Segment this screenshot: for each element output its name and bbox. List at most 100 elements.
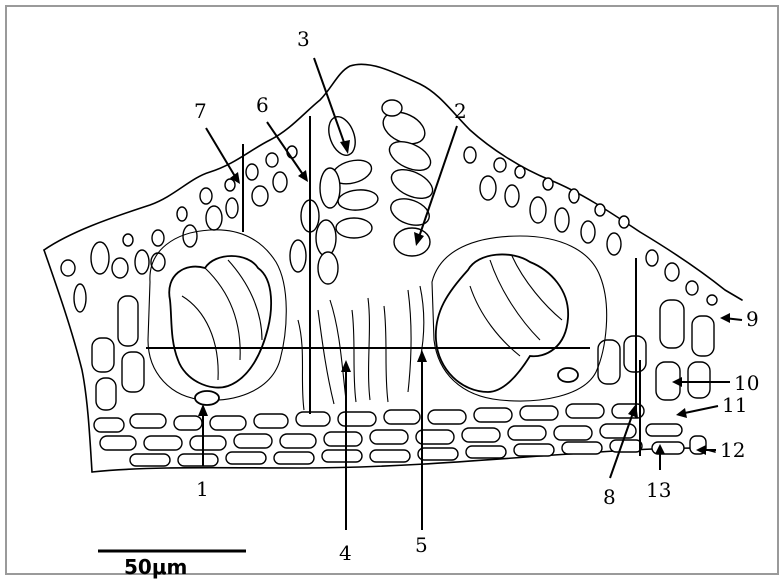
cell: [174, 416, 202, 430]
cell: [178, 454, 218, 466]
cell: [494, 158, 506, 172]
cell: [210, 416, 246, 430]
cell: [508, 426, 546, 440]
cell: [234, 434, 272, 448]
cell: [94, 418, 124, 432]
small-body-right: [558, 368, 578, 382]
cell: [660, 300, 684, 348]
cell: [226, 198, 238, 218]
cell: [112, 258, 128, 278]
cell: [225, 179, 235, 191]
label-2: 2: [454, 99, 467, 123]
cell: [252, 186, 268, 206]
cell: [370, 450, 410, 462]
cell: [92, 338, 114, 372]
cell: [646, 250, 658, 266]
cell: [462, 428, 500, 442]
cell: [144, 436, 182, 450]
small-body-left: [195, 391, 219, 405]
cell: [665, 263, 679, 281]
cell: [530, 197, 546, 223]
label-8: 8: [603, 485, 616, 509]
cell: [562, 442, 602, 454]
cell: [581, 221, 595, 243]
label-9: 9: [746, 307, 759, 331]
cell: [566, 404, 604, 418]
cell: [555, 208, 569, 232]
label-13: 13: [646, 478, 671, 502]
cell: [646, 424, 682, 436]
label-1: 1: [196, 477, 209, 501]
tube: [394, 228, 430, 256]
cell: [91, 242, 109, 274]
cell: [118, 296, 138, 346]
cell: [177, 207, 187, 221]
cell: [96, 378, 116, 410]
cell: [428, 410, 466, 424]
cell: [122, 352, 144, 392]
cell: [595, 204, 605, 216]
label-4: 4: [339, 541, 352, 565]
label-12: 12: [720, 438, 745, 462]
cell: [324, 432, 362, 446]
cell: [130, 414, 166, 428]
label-6: 6: [256, 93, 269, 117]
cell: [543, 178, 553, 190]
label-5: 5: [415, 533, 428, 557]
cell: [520, 406, 558, 420]
cell: [130, 454, 170, 466]
cell: [480, 176, 496, 200]
label-11: 11: [722, 393, 747, 417]
cell: [61, 260, 75, 276]
cell: [598, 340, 620, 384]
cell: [464, 147, 476, 163]
cell: [600, 424, 636, 438]
cell: [273, 172, 287, 192]
cell: [338, 412, 376, 426]
cell: [607, 233, 621, 255]
cell: [707, 295, 717, 305]
cell: [183, 225, 197, 247]
cell: [74, 284, 86, 312]
cell: [135, 250, 149, 274]
tube: [320, 168, 340, 208]
label-7: 7: [194, 99, 207, 123]
cell: [254, 414, 288, 428]
cell: [123, 234, 133, 246]
cell: [266, 153, 278, 167]
cell: [246, 164, 258, 180]
cell: [296, 412, 330, 426]
cell: [466, 446, 506, 458]
tube: [290, 240, 306, 272]
cell: [200, 188, 212, 204]
cell: [514, 444, 554, 456]
cell: [274, 452, 314, 464]
cell: [474, 408, 512, 422]
cell: [692, 316, 714, 356]
cell: [322, 450, 362, 462]
cell: [100, 436, 136, 450]
label-3: 3: [297, 27, 310, 51]
scale-bar-label: 50μm: [124, 555, 187, 579]
tube: [336, 218, 372, 238]
cell: [554, 426, 592, 440]
label-10: 10: [734, 371, 759, 395]
cell: [610, 440, 642, 452]
cell: [686, 281, 698, 295]
tube: [316, 220, 336, 256]
tube: [382, 100, 402, 116]
cell: [370, 430, 408, 444]
cell: [190, 436, 226, 450]
cell: [515, 166, 525, 178]
cell: [206, 206, 222, 230]
cell: [152, 230, 164, 246]
cell: [384, 410, 420, 424]
tube: [318, 252, 338, 284]
cell: [688, 362, 710, 398]
cell: [226, 452, 266, 464]
cell: [280, 434, 316, 448]
cell: [619, 216, 629, 228]
cell: [418, 448, 458, 460]
cell: [505, 185, 519, 207]
